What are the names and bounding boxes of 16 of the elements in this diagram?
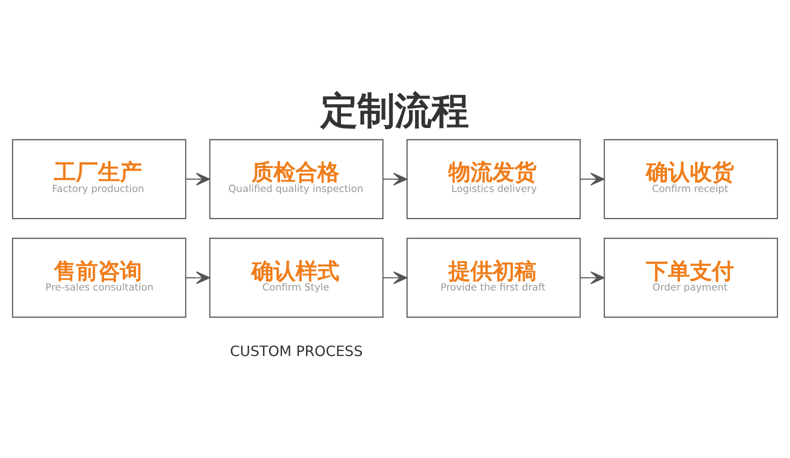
diagram-title: 定制流程 <box>320 88 468 132</box>
arrow <box>186 271 210 284</box>
node-box: 售前咨询 Pre-sales consultation <box>12 238 186 318</box>
arrow <box>580 271 605 284</box>
node-box: 提供初稿 Provide the first draft <box>406 238 581 318</box>
node-box: 确认收货 Confirm receipt <box>604 139 778 220</box>
node-box: 下单支付 Order payment <box>604 238 778 318</box>
arrow <box>580 172 605 186</box>
arrow <box>383 271 408 284</box>
node-box: 工厂生产 Factory production <box>12 139 186 220</box>
label: CUSTOM PROCESS <box>230 344 363 360</box>
node-box: 确认样式 Confirm Style <box>209 238 384 318</box>
node-box: 质检合格 Qualified quality inspection <box>209 139 384 220</box>
arrow <box>383 172 408 186</box>
arrow <box>186 172 210 186</box>
node-box: 物流发货 Logistics delivery <box>406 139 581 220</box>
